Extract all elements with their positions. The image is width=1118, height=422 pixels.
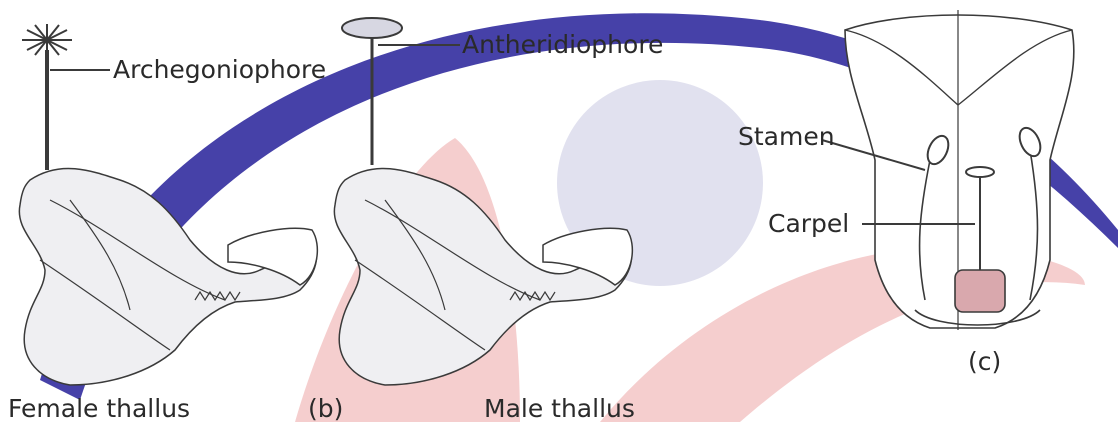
label-carpel: Carpel <box>768 209 849 238</box>
label-female-thallus: Female thallus <box>8 394 190 422</box>
label-antheridiophore: Antheridiophore <box>462 30 663 59</box>
antheridiophore-head <box>342 18 402 38</box>
label-archegoniophore: Archegoniophore <box>113 55 326 84</box>
label-male-thallus: Male thallus <box>484 394 635 422</box>
label-stamen: Stamen <box>738 122 835 151</box>
label-panel-b: (b) <box>308 394 343 422</box>
carpel-stigma <box>966 167 994 177</box>
carpel-ovary <box>955 270 1005 312</box>
archegoniophore-head <box>22 24 72 56</box>
label-panel-c: (c) <box>968 347 1001 376</box>
